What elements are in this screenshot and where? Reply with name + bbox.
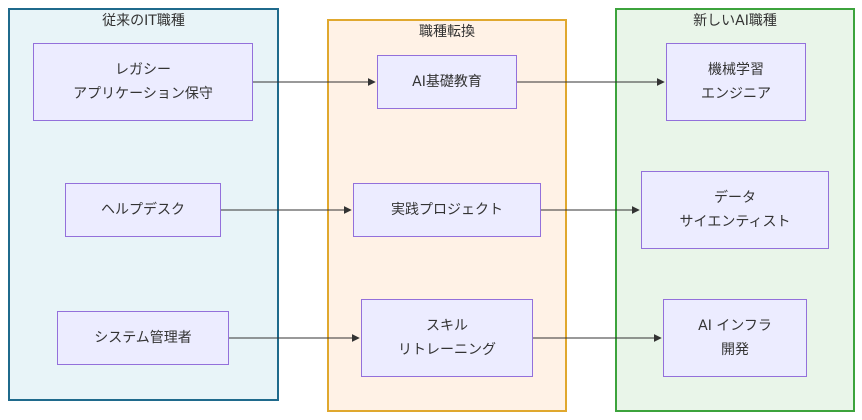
cluster-transition-title: 職種転換 xyxy=(419,24,475,40)
node-ml-engineer[interactable]: 機械学習 エンジニア xyxy=(666,43,806,121)
node-helpdesk[interactable]: ヘルプデスク xyxy=(65,183,221,237)
node-data-scientist[interactable]: データ サイエンティスト xyxy=(641,171,829,249)
node-legacy-app-maintenance[interactable]: レガシー アプリケーション保守 xyxy=(33,43,253,121)
node-ml-engineer-line2: エンジニア xyxy=(701,86,771,102)
node-ai-infra-dev[interactable]: AI インフラ 開発 xyxy=(663,299,807,377)
node-skill-retraining[interactable]: スキル リトレーニング xyxy=(361,299,533,377)
node-practice-project-label: 実践プロジェクト xyxy=(391,202,503,218)
node-data-scientist-line2: サイエンティスト xyxy=(679,214,791,230)
node-ai-education-label: AI基礎教育 xyxy=(412,74,482,90)
node-skill-retraining-line1: スキル xyxy=(426,318,468,334)
node-sysadmin-label: システム管理者 xyxy=(94,330,192,346)
node-data-scientist-line1: データ xyxy=(714,190,756,206)
node-sysadmin[interactable]: システム管理者 xyxy=(57,311,229,365)
cluster-new-title: 新しいAI職種 xyxy=(693,13,777,29)
node-ai-infra-line2: 開発 xyxy=(721,342,749,358)
node-legacy-app-line2: アプリケーション保守 xyxy=(73,86,213,102)
node-practice-project[interactable]: 実践プロジェクト xyxy=(353,183,541,237)
node-legacy-app-line1: レガシー xyxy=(115,62,171,78)
node-ai-basic-education[interactable]: AI基礎教育 xyxy=(377,55,517,109)
node-helpdesk-label: ヘルプデスク xyxy=(101,202,185,218)
cluster-legacy-title: 従来のIT職種 xyxy=(102,13,185,29)
node-ai-infra-line1: AI インフラ xyxy=(698,318,772,334)
node-skill-retraining-line2: リトレーニング xyxy=(398,342,496,358)
node-ml-engineer-line1: 機械学習 xyxy=(708,62,764,78)
